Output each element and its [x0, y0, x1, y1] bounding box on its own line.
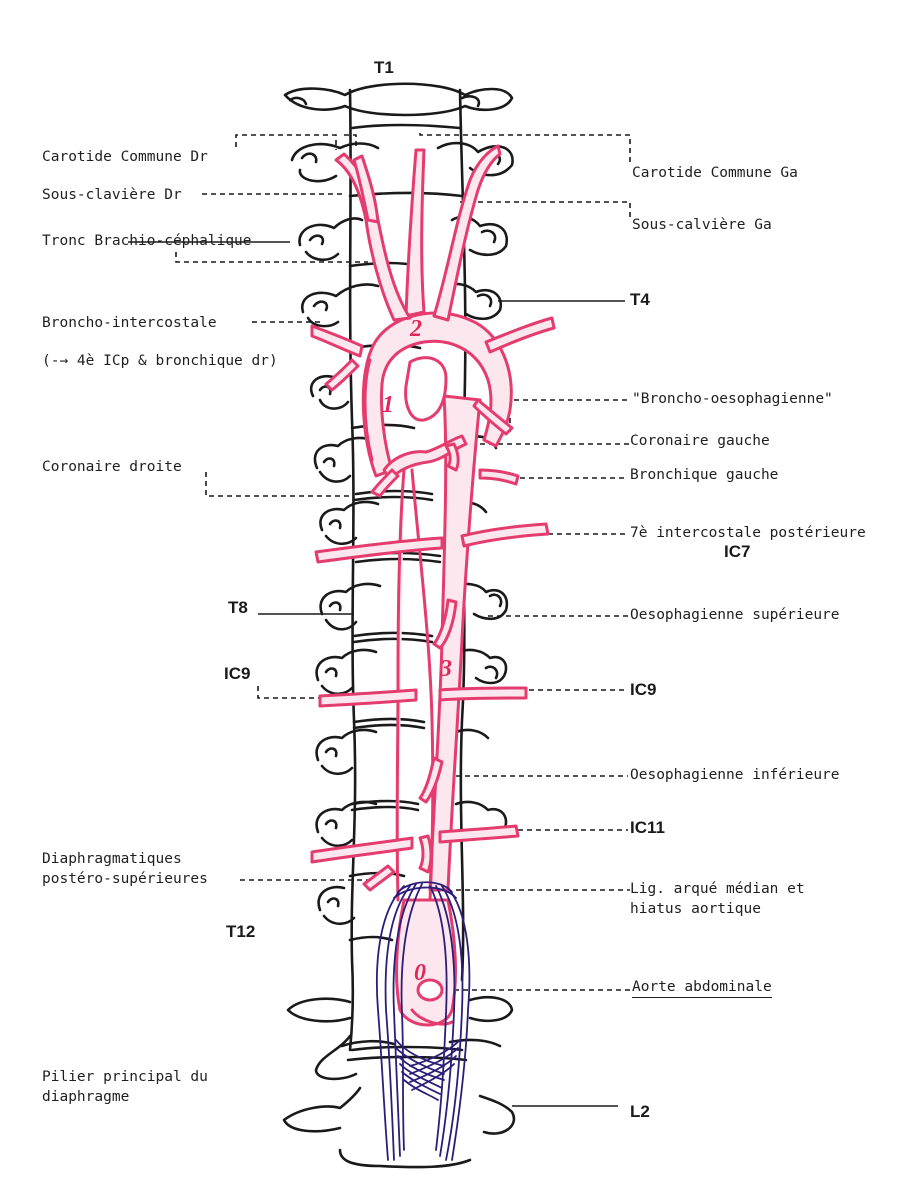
label-t8: T8 [228, 598, 248, 618]
label-diaphragmatiques-1: Diaphragmatiques [42, 850, 182, 868]
label-carotide-commune-dr: Carotide Commune Dr [42, 148, 208, 166]
label-t1: T1 [374, 58, 394, 78]
label-ic9-left: IC9 [224, 664, 250, 684]
label-lig-arque-1: Lig. arqué médian et [630, 880, 805, 898]
label-t12: T12 [226, 922, 255, 942]
label-t4: T4 [630, 290, 650, 310]
label-bronchique-gauche: Bronchique gauche [630, 466, 778, 484]
label-intercostale-7: 7è intercostale postérieure [630, 524, 866, 542]
label-broncho-intercostale: Broncho-intercostale [42, 314, 217, 332]
label-sous-calviere-ga: Sous-calvière Ga [632, 216, 772, 234]
label-ic11: IC11 [630, 818, 665, 838]
label-coronaire-gauche: Coronaire gauche [630, 432, 770, 450]
label-aorte-abdominale: Aorte abdominale [632, 978, 772, 998]
label-diaphragmatiques-2: postéro-supérieures [42, 870, 208, 888]
label-ic9-right: IC9 [630, 680, 656, 700]
label-coronaire-droite: Coronaire droite [42, 458, 182, 476]
label-lig-arque-2: hiatus aortique [630, 900, 761, 918]
label-ic7: IC7 [724, 542, 750, 562]
label-oesophagienne-inferieure: Oesophagienne inférieure [630, 766, 840, 784]
label-pilier-1: Pilier principal du [42, 1068, 208, 1086]
segment-number-0: 0 [414, 960, 426, 986]
label-broncho-oesophagienne: "Broncho-oesophagienne" [632, 390, 833, 408]
segment-number-2: 2 [409, 316, 422, 342]
label-oesophagienne-superieure: Oesophagienne supérieure [630, 606, 840, 624]
label-pilier-2: diaphragme [42, 1088, 129, 1106]
label-broncho-note: (-→ 4è ICp & bronchique dr) [42, 352, 278, 370]
label-l2: L2 [630, 1102, 650, 1122]
segment-number-1: 1 [382, 392, 394, 418]
label-carotide-commune-ga: Carotide Commune Ga [632, 164, 798, 182]
label-tronc-brachio-cephalique: Tronc Brachio-céphalique [42, 232, 252, 250]
segment-number-3: 3 [439, 656, 452, 682]
label-sous-claviere-dr: Sous-clavière Dr [42, 186, 182, 204]
